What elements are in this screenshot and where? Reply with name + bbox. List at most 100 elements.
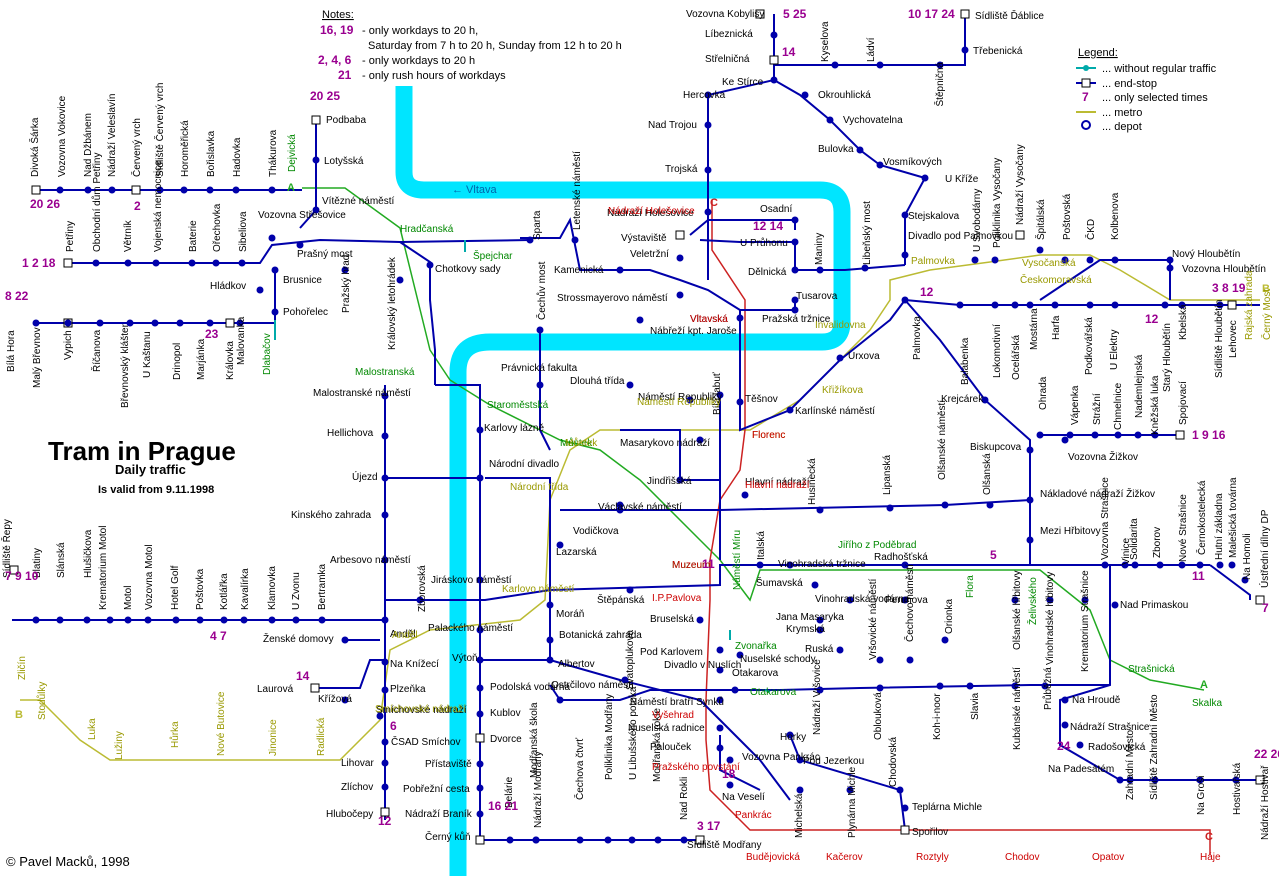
station-label: Radhošťská xyxy=(874,552,928,563)
station-label: Lihovar xyxy=(341,758,374,769)
stop-marker xyxy=(1151,776,1159,784)
station-label: Anděl xyxy=(390,629,416,640)
stop-marker xyxy=(83,616,91,624)
line-number-label: 8 22 xyxy=(5,289,29,303)
stop-marker xyxy=(476,684,484,692)
stop-marker xyxy=(696,616,704,624)
stop-marker xyxy=(680,836,688,844)
stop-marker xyxy=(126,319,134,327)
note-1b-text: Saturday from 7 h to 20 h, Sunday from 1… xyxy=(368,40,622,52)
stop-marker xyxy=(1011,682,1019,690)
station-label: Bruselská xyxy=(650,614,694,625)
station-label: Vršovické náměstí xyxy=(868,578,879,660)
metro-station-label: Luka xyxy=(87,718,98,740)
station-label: Lazarská xyxy=(556,547,597,558)
stop-marker xyxy=(981,396,989,404)
stop-marker xyxy=(716,646,724,654)
station-label: Klamovka xyxy=(267,566,278,610)
end-stop-marker xyxy=(475,835,485,845)
station-label: Albertov xyxy=(558,659,595,670)
metro-station-label: Smíchovské nádraží xyxy=(375,704,466,715)
station-label: Bertramka xyxy=(317,563,328,610)
line-number-label: 5 xyxy=(990,548,997,562)
stop-marker xyxy=(476,426,484,434)
stop-marker xyxy=(1066,431,1074,439)
stop-marker xyxy=(240,616,248,624)
stop-marker xyxy=(546,636,554,644)
metro-station-label: Roztyly xyxy=(916,852,949,863)
station-label: Radošovická xyxy=(1088,742,1146,753)
title-block: Tram in Prague Daily traffic Is valid fr… xyxy=(48,436,236,496)
legend-selected-times-symbol: 7 xyxy=(1082,90,1089,104)
stop-marker xyxy=(816,506,824,514)
station-label: Zborovská xyxy=(417,565,428,612)
station-label: Vltavská xyxy=(690,314,728,325)
station-label: ČKD xyxy=(1084,219,1097,240)
line-number-label: 12 xyxy=(378,814,392,828)
metro-station-label: Nádraží Holešovice xyxy=(608,206,695,217)
station-label: Libeňský most xyxy=(862,201,873,265)
stop-marker xyxy=(106,616,114,624)
stop-marker xyxy=(1091,431,1099,439)
stop-marker xyxy=(526,236,534,244)
metro-station-label: Pražského povstání xyxy=(652,762,740,773)
stop-marker xyxy=(876,656,884,664)
stop-marker xyxy=(621,676,629,684)
station-label: Arbesovo náměstí xyxy=(330,555,411,566)
station-label: Karlínské náměstí xyxy=(795,406,875,417)
metro-station-label: Muzeum xyxy=(672,560,710,571)
line-number-label: 12 xyxy=(1145,312,1159,326)
station-label: Vozovna Pankrác xyxy=(742,752,820,763)
stop-marker xyxy=(736,314,744,322)
station-label: Michelská xyxy=(794,793,805,838)
stop-marker xyxy=(1196,561,1204,569)
station-label: Orionka xyxy=(944,599,955,634)
station-label: U Kříže xyxy=(945,174,979,185)
stop-marker xyxy=(716,666,724,674)
end-stop-marker xyxy=(225,318,235,328)
station-label: Olšanské náměstí xyxy=(937,400,948,480)
stop-marker xyxy=(1228,561,1236,569)
stop-marker xyxy=(846,596,854,604)
station-label: Hadovka xyxy=(232,137,243,177)
line-number-label: 2 xyxy=(134,199,141,213)
station-label: Veletržní xyxy=(630,249,669,260)
station-label: Nádraží Hostivař xyxy=(1260,765,1271,840)
station-label: Olšanské hřbitovy xyxy=(1012,571,1023,650)
legend-heading: Legend: xyxy=(1078,47,1118,59)
stop-marker xyxy=(1061,436,1069,444)
station-label: Urxova xyxy=(848,351,880,362)
note-1-text: - only workdays to 20 h, xyxy=(362,25,478,37)
station-label: Nádraží Modřany xyxy=(533,751,544,828)
station-label: Divoká Šárka xyxy=(28,117,41,177)
station-label: Královka xyxy=(225,341,236,380)
stop-marker xyxy=(312,206,320,214)
line-number-label: 1 9 16 xyxy=(1192,428,1226,442)
station-label: Lokomotivní xyxy=(992,324,1003,378)
station-label: Balabenka xyxy=(960,337,971,385)
metro-station-label: Dlabačov xyxy=(262,333,273,375)
station-label: Hlavní nádraží xyxy=(745,477,810,488)
station-label: Divadlo v Nuslích xyxy=(664,660,741,671)
station-label: Výtoň xyxy=(452,653,478,664)
stop-marker xyxy=(144,616,152,624)
stop-marker xyxy=(816,266,824,274)
line-number-label: 22 26 xyxy=(1254,747,1279,761)
station-label: Nuselská radnice xyxy=(628,723,705,734)
stop-marker xyxy=(696,436,704,444)
station-label: Sibeliova xyxy=(238,211,249,252)
metro-station-label: Dejvická xyxy=(287,134,298,172)
stop-marker xyxy=(32,319,40,327)
stop-marker xyxy=(1156,561,1164,569)
station-label: Bulovka xyxy=(818,144,854,155)
station-label: Větrník xyxy=(123,219,134,252)
stop-marker xyxy=(676,476,684,484)
station-label: Kolbenova xyxy=(1110,192,1121,240)
stop-marker xyxy=(826,116,834,124)
metro-station-label: Chodov xyxy=(1005,852,1039,863)
stop-marker xyxy=(32,616,40,624)
stop-marker xyxy=(1178,301,1186,309)
station-label: ČSAD Smíchov xyxy=(391,735,460,748)
station-label: Nové Strašnice xyxy=(1178,494,1189,562)
